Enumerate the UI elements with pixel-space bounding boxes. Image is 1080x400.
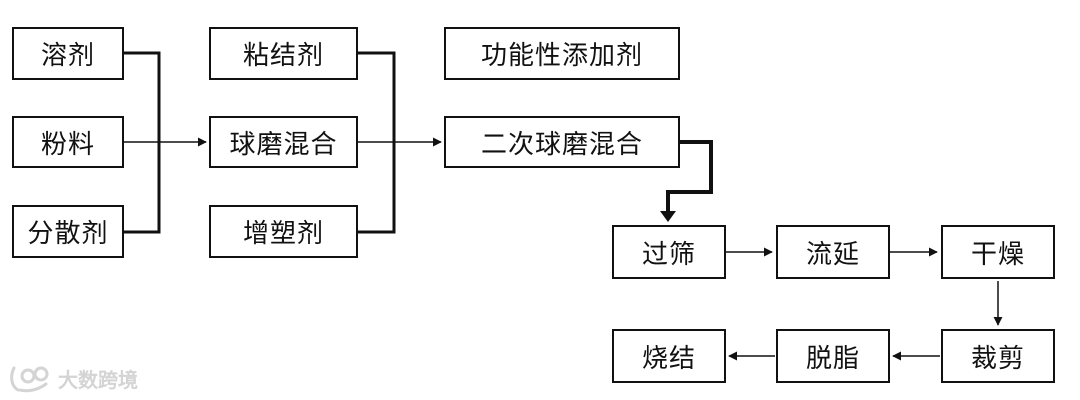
arrowhead-sieving <box>660 211 676 222</box>
node-secondary-ball-mill-mix: 二次球磨混合 <box>444 116 680 168</box>
node-sieving: 过筛 <box>612 225 726 279</box>
node-binder: 粘结剂 <box>209 27 358 80</box>
node-debinding: 脱脂 <box>776 329 890 383</box>
watermark: 大数跨境 <box>8 362 138 394</box>
logo-mark-icon <box>10 366 49 393</box>
node-tape-casting: 流延 <box>776 225 890 279</box>
node-solvent: 溶剂 <box>12 27 124 80</box>
node-plasticizer: 增塑剂 <box>209 205 358 258</box>
node-dispersant: 分散剂 <box>12 205 124 258</box>
node-drying: 干燥 <box>941 225 1055 279</box>
node-sintering: 烧结 <box>612 329 726 383</box>
watermark-text: 大数跨境 <box>58 367 138 392</box>
node-cutting: 裁剪 <box>941 329 1055 383</box>
elbow-secondary-to-sieving <box>666 140 713 215</box>
node-powder: 粉料 <box>12 116 124 168</box>
node-functional-additive: 功能性添加剂 <box>444 27 680 80</box>
node-ball-mill-mix: 球磨混合 <box>209 116 358 168</box>
